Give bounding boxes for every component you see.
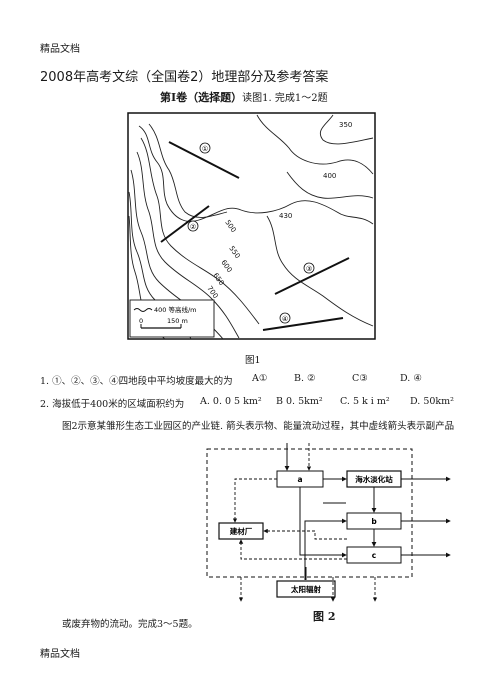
marker-3: ③ [306, 265, 312, 273]
marker-1: ① [202, 145, 208, 153]
q2-option-a: A. 0. 0 5 km² [200, 396, 262, 407]
page-footer: 精品文档 [40, 649, 80, 660]
box-b: b [371, 517, 377, 526]
scale-zero: 0 [139, 317, 143, 325]
q1-option-d: D. ④ [400, 373, 422, 384]
q1-option-b: B. ② [294, 373, 316, 384]
q3-intro-line2: 或废弃物的流动。完成3～5题。 [62, 619, 198, 630]
document-title: 2008年高考文综（全国卷2）地理部分及参考答案 [40, 70, 329, 85]
q2-stem: 2. 海拔低于400米的区域面积约为 [40, 399, 185, 410]
q1-option-a: A① [252, 373, 268, 384]
contour-label-350: 350 [339, 121, 352, 129]
box-desalination: 海水淡化站 [355, 474, 393, 484]
contour-label-700: 700 [205, 285, 219, 301]
figure2-caption: 图 2 [313, 610, 336, 623]
q2-option-c: C. 5 k i m² [340, 396, 390, 407]
contour-label-500: 500 [223, 219, 237, 235]
part-heading: 第Ⅰ卷（选择题）读图1. 完成1～2题 [160, 89, 328, 105]
box-solar-radiation: 太阳辐射 [291, 584, 321, 594]
q3-intro-line1: 图2示意某雏形生态工业园区的产业链. 箭头表示物、能量流动过程，其中虚线箭头表示… [62, 421, 455, 432]
marker-4: ④ [282, 315, 288, 323]
box-building-materials: 建材厂 [229, 526, 253, 536]
contour-label-430: 430 [279, 212, 292, 220]
q2-option-d: D. 50km² [410, 396, 454, 407]
part-intro: 读图1. 完成1～2题 [242, 93, 328, 104]
box-c: c [372, 551, 376, 560]
scale-label: 150 m [167, 317, 188, 325]
contour-label-400: 400 [323, 172, 336, 180]
figure1-legend: 400 等高线/m 0 150 m [129, 299, 215, 338]
contour-label-600: 600 [219, 259, 233, 275]
page-header: 精品文档 [40, 44, 80, 55]
legend-contour-text: 400 等高线/m [154, 305, 197, 314]
q1-option-c: C③ [352, 373, 368, 384]
marker-2: ② [190, 223, 196, 231]
figure2-diagram: a 海水淡化站 b c 建材厂 太阳辐射 [206, 443, 451, 602]
part-heading-bold: 第Ⅰ卷（选择题） [160, 91, 243, 104]
box-a: a [297, 475, 302, 484]
q2-option-b: B 0. 5km² [276, 396, 323, 407]
q1-stem: 1. ①、②、③、④四地段中平均坡度最大的为 [40, 376, 233, 387]
question-1: 1. ①、②、③、④四地段中平均坡度最大的为 A① B. ② C③ D. ④ [40, 373, 422, 387]
contour-label-550: 550 [227, 245, 241, 261]
figure1-caption: 图1 [245, 355, 261, 366]
question-2: 2. 海拔低于400米的区域面积约为 A. 0. 0 5 km² B 0. 5k… [40, 396, 454, 410]
contour-label-650: 650 [211, 272, 225, 288]
figure1-contour-map: ① ② ③ ④ 350 400 430 500 550 600 650 700 … [127, 112, 376, 340]
